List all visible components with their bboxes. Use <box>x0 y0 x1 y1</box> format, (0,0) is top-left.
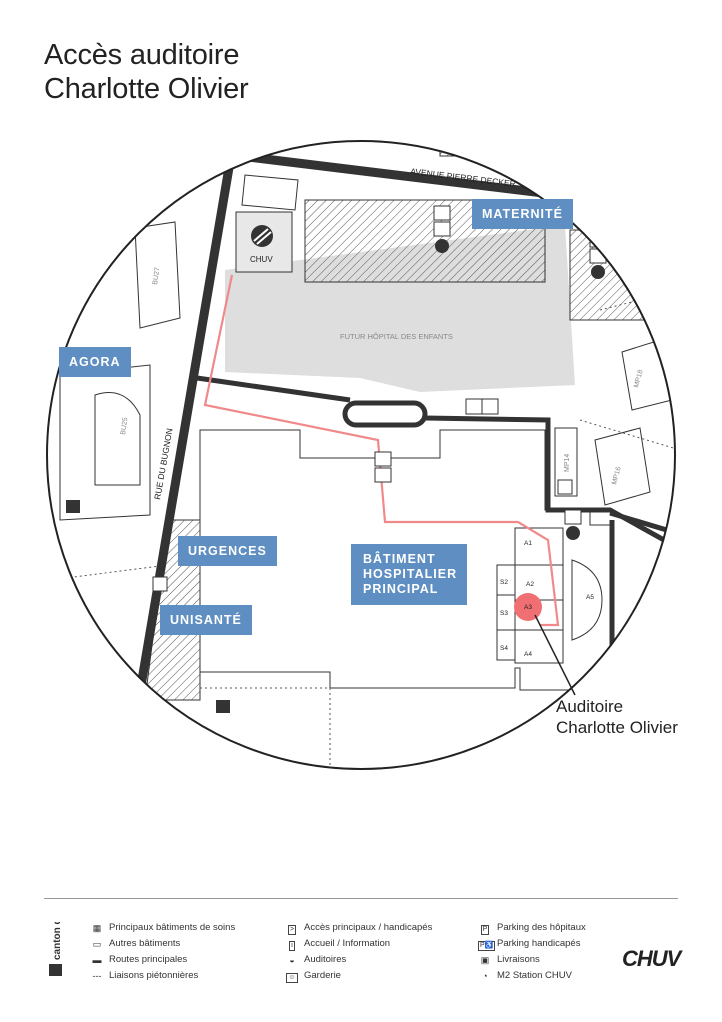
batiment-line-3: PRINCIPAL <box>363 582 439 596</box>
room-a1: A1 <box>524 540 532 547</box>
building-mp16 <box>594 427 651 506</box>
future-hospital-label: FUTUR HÔPITAL DES ENFANTS <box>340 332 453 341</box>
urgences-access-icon <box>152 576 168 592</box>
legend-item: >Accès principaux / handicapés <box>285 920 432 936</box>
nursery-icon: ☺ <box>286 973 298 983</box>
building-mp14 <box>554 427 578 497</box>
canton-vaud-logo: canton de vaud <box>49 922 63 976</box>
room-a4: A4 <box>524 651 532 658</box>
label-maternite: MATERNITÉ <box>472 199 573 229</box>
auditorium-icon: ◒ <box>289 955 295 965</box>
legend-item: ☺Garderie <box>285 968 432 984</box>
title-line-1: Accès auditoire <box>44 39 240 71</box>
target-line-2: Charlotte Olivier <box>556 718 678 737</box>
building-bu27 <box>134 221 181 329</box>
access-icon-auditorium <box>564 509 582 540</box>
batiment-line-2: HOSPITALIER <box>363 567 458 581</box>
room-s4: S4 <box>500 645 508 652</box>
nursery-icon-map <box>557 479 573 495</box>
label-unisante: UNISANTÉ <box>160 605 252 635</box>
walking-route <box>203 274 560 627</box>
mp14-label: MP14 <box>564 454 571 472</box>
legend-item: ▣Livraisons <box>478 952 586 968</box>
info-access-icon-top <box>433 205 451 253</box>
legend-item: ▭Autres bâtiments <box>90 936 235 952</box>
pedestrian-path-icon: --- <box>92 971 102 981</box>
delivery-icon-bottom <box>216 700 230 713</box>
target-label: Auditoire Charlotte Olivier <box>556 696 678 738</box>
batiment-line-1: BÂTIMENT <box>363 552 436 566</box>
legend-item: ◒Auditoires <box>285 952 432 968</box>
info-box-icon: i <box>289 941 295 951</box>
room-a2: A2 <box>526 581 534 588</box>
legend-divider <box>44 898 678 899</box>
rue-du-bugnon <box>120 149 237 769</box>
bu27-label: BU27 <box>152 267 161 285</box>
hatched-building-icon: ▦ <box>92 923 102 933</box>
target-auditorium-marker <box>514 593 542 621</box>
chuv-text: CHUV <box>250 255 273 264</box>
parking-icons <box>465 398 499 415</box>
room-s3: S3 <box>500 610 508 617</box>
chuv-logo-icon <box>251 225 273 247</box>
room-s2: S2 <box>500 579 508 586</box>
title-line-2: Charlotte Olivier <box>44 73 249 105</box>
label-agora: AGORA <box>59 347 131 377</box>
room-a3: A3 <box>524 604 532 611</box>
building-outline-icon: ▭ <box>92 939 102 949</box>
room-a5: A5 <box>586 594 594 601</box>
svg-text:canton de vaud: canton de vaud <box>52 922 63 960</box>
bu25-label: BU25 <box>120 417 129 435</box>
label-urgences: URGENCES <box>178 536 277 566</box>
main-road-icon: ▬ <box>92 955 102 965</box>
legend-item: ---Liaisons piétonnières <box>90 968 235 984</box>
delivery-icon: ▣ <box>480 955 490 965</box>
label-batiment-principal: BÂTIMENT HOSPITALIER PRINCIPAL <box>351 544 467 605</box>
parking-handicap-icon: P♿ <box>478 941 496 951</box>
mp18-label: MP18 <box>633 369 645 389</box>
legend-item: ▬Routes principales <box>90 952 235 968</box>
legend-column-1: ▦Principaux bâtiments de soins ▭Autres b… <box>90 920 236 984</box>
page-title: Accès auditoire Charlotte Olivier <box>44 38 249 106</box>
info-access-icon-center <box>374 451 392 483</box>
chevron-box-icon: > <box>287 925 297 935</box>
mp16-label: MP16 <box>611 466 623 486</box>
metro-icon: ◔ <box>482 971 488 981</box>
parking-icon: P <box>480 925 490 935</box>
legend-item: ◔M2 Station CHUV <box>478 968 586 984</box>
legend-item: ▦Principaux bâtiments de soins <box>90 920 235 936</box>
chuv-logo: CHUV <box>622 946 681 971</box>
target-line-1: Auditoire <box>556 697 624 716</box>
avenue-pierre-decker <box>231 150 561 200</box>
legend-item: P♿Parking handicapés <box>478 936 586 952</box>
delivery-icon-left <box>66 500 80 513</box>
